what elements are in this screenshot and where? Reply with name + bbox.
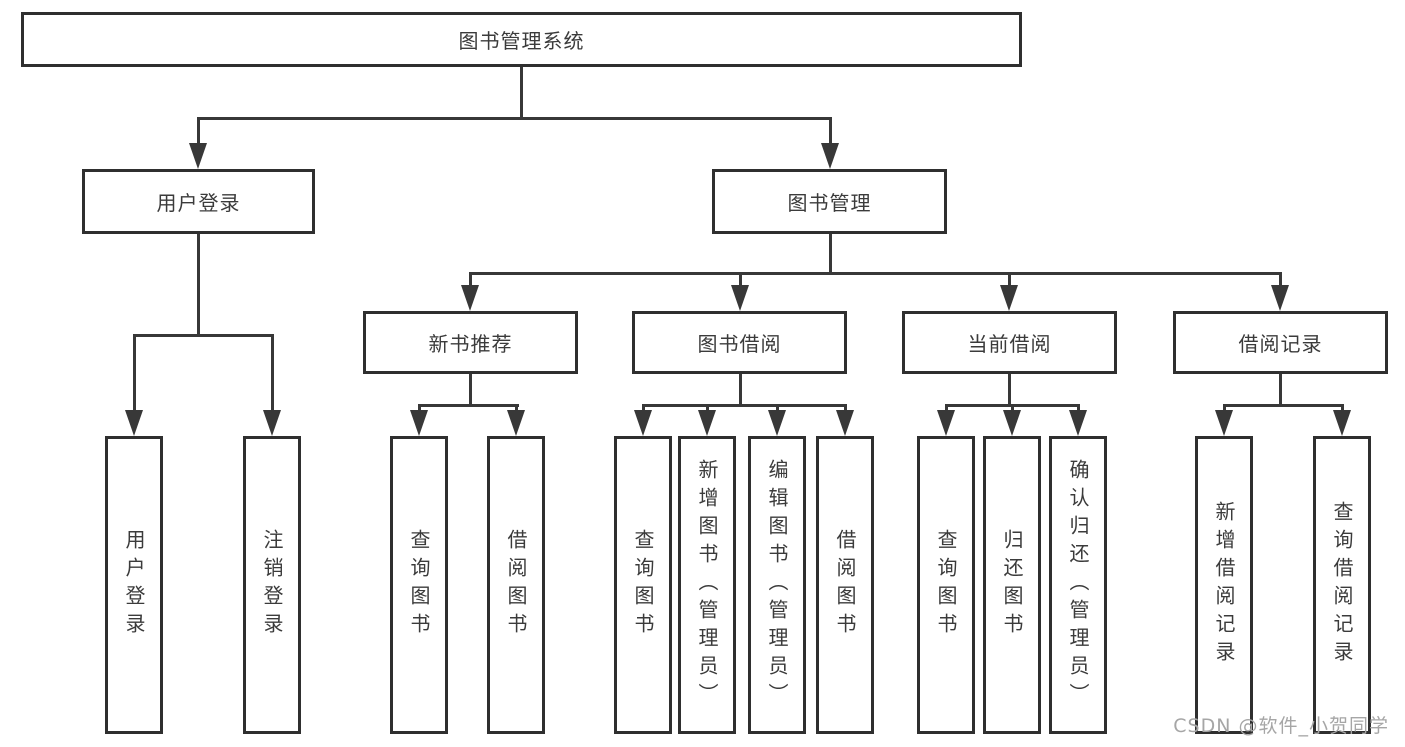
connector-vline: [271, 334, 274, 412]
arrow-down-icon: [634, 410, 652, 436]
connector-vline: [776, 404, 779, 414]
leaf-label: 用户登录: [122, 529, 146, 641]
leaf-label: 确认归还（管理员）: [1066, 459, 1090, 711]
connector-vline: [1011, 404, 1014, 414]
leaf-query-books-2: 查询图书: [614, 436, 672, 734]
node-root-label: 图书管理系统: [458, 29, 585, 53]
leaf-edit-books-admin: 编辑图书（管理员）: [748, 436, 806, 734]
connector-vline: [1341, 404, 1344, 414]
connector-hline: [133, 334, 274, 337]
arrow-down-icon: [263, 410, 281, 436]
node-new-book-recommend: 新书推荐: [363, 311, 578, 374]
leaf-label: 借阅图书: [833, 529, 857, 641]
connector-vline: [1077, 404, 1080, 414]
connector-vline: [197, 117, 200, 145]
arrow-down-icon: [1333, 410, 1351, 436]
leaf-user-login: 用户登录: [105, 436, 163, 734]
connector-vline: [642, 404, 645, 414]
arrow-down-icon: [1271, 285, 1289, 311]
arrow-down-icon: [125, 410, 143, 436]
connector-vline: [133, 334, 136, 412]
arrow-down-icon: [410, 410, 428, 436]
connector-vline: [945, 404, 948, 414]
connector-hline: [469, 272, 1282, 275]
connector-vline: [829, 117, 832, 145]
arrow-down-icon: [507, 410, 525, 436]
connector-vline: [469, 272, 472, 288]
connector-vline: [1008, 272, 1011, 288]
arrow-down-icon: [1215, 410, 1233, 436]
leaf-borrow-books-2: 借阅图书: [816, 436, 874, 734]
connector-vline: [829, 234, 832, 274]
leaf-add-borrow-record: 新增借阅记录: [1195, 436, 1253, 734]
csdn-watermark: CSDN @软件_小贺同学: [1173, 715, 1389, 737]
arrow-down-icon: [1000, 285, 1018, 311]
leaf-label: 新增借阅记录: [1212, 501, 1236, 669]
node-label: 图书借阅: [697, 332, 782, 356]
leaf-label: 新增图书（管理员）: [695, 459, 719, 711]
leaf-borrow-books-1: 借阅图书: [487, 436, 545, 734]
connector-hline: [642, 404, 846, 407]
connector-vline: [1008, 374, 1011, 406]
leaf-label: 注销登录: [260, 529, 284, 641]
arrow-down-icon: [698, 410, 716, 436]
leaf-label: 查询图书: [631, 529, 655, 641]
arrow-down-icon: [768, 410, 786, 436]
connector-vline: [469, 374, 472, 406]
arrow-down-icon: [461, 285, 479, 311]
leaf-return-books: 归还图书: [983, 436, 1041, 734]
connector-vline: [739, 374, 742, 406]
connector-vline: [1223, 404, 1226, 414]
leaf-label: 归还图书: [1000, 529, 1024, 641]
node-book-management: 图书管理: [712, 169, 947, 234]
leaf-query-books-1: 查询图书: [390, 436, 448, 734]
arrow-down-icon: [731, 285, 749, 311]
connector-hline: [1223, 404, 1344, 407]
arrow-down-icon: [836, 410, 854, 436]
connector-hline: [197, 117, 832, 120]
leaf-label: 查询图书: [407, 529, 431, 641]
leaf-label: 查询图书: [934, 529, 958, 641]
arrow-down-icon: [1069, 410, 1087, 436]
node-label: 当前借阅: [967, 332, 1052, 356]
arrow-down-icon: [1003, 410, 1021, 436]
node-label: 新书推荐: [428, 332, 513, 356]
node-current-borrow: 当前借阅: [902, 311, 1117, 374]
node-label: 用户登录: [156, 191, 241, 215]
leaf-confirm-return-admin: 确认归还（管理员）: [1049, 436, 1107, 734]
connector-vline: [1279, 272, 1282, 288]
leaf-label: 编辑图书（管理员）: [765, 459, 789, 711]
arrow-down-icon: [821, 143, 839, 169]
node-root: 图书管理系统: [21, 12, 1022, 67]
connector-vline: [739, 272, 742, 288]
leaf-add-books-admin: 新增图书（管理员）: [678, 436, 736, 734]
node-borrow-record: 借阅记录: [1173, 311, 1388, 374]
connector-hline: [418, 404, 519, 407]
arrow-down-icon: [189, 143, 207, 169]
connector-vline: [706, 404, 709, 414]
node-label: 借阅记录: [1238, 332, 1323, 356]
leaf-label: 查询借阅记录: [1330, 501, 1354, 669]
connector-vline: [515, 404, 518, 414]
leaf-label: 借阅图书: [504, 529, 528, 641]
leaf-query-borrow-record: 查询借阅记录: [1313, 436, 1371, 734]
leaf-logout: 注销登录: [243, 436, 301, 734]
node-user-login: 用户登录: [82, 169, 315, 234]
connector-vline: [197, 234, 200, 336]
connector-vline: [844, 404, 847, 414]
connector-vline: [418, 404, 421, 414]
arrow-down-icon: [937, 410, 955, 436]
leaf-query-books-3: 查询图书: [917, 436, 975, 734]
connector-vline: [1279, 374, 1282, 406]
node-book-borrow: 图书借阅: [632, 311, 847, 374]
connector-vline: [520, 67, 523, 118]
node-label: 图书管理: [787, 191, 872, 215]
